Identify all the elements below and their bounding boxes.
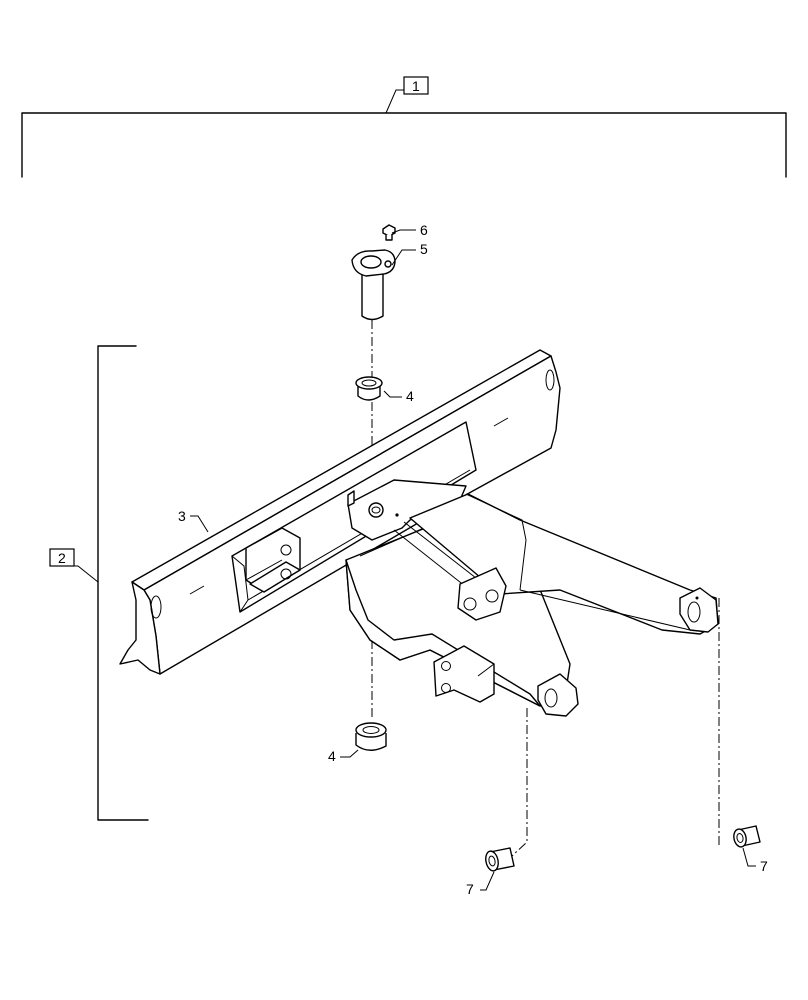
pivot-pin-part-5 bbox=[351, 249, 396, 321]
bolt-part-6 bbox=[382, 224, 396, 241]
callout-5: 5 bbox=[420, 241, 428, 257]
callout-6: 6 bbox=[420, 222, 428, 238]
assembly-bracket-icon bbox=[21, 76, 787, 178]
callout-7-right: 7 bbox=[760, 858, 768, 874]
callout-4-upper: 4 bbox=[406, 388, 414, 404]
callout-4-lower: 4 bbox=[328, 748, 336, 764]
callout-3: 3 bbox=[178, 508, 186, 524]
callout-2: 2 bbox=[58, 550, 66, 566]
sub-assembly-bracket-icon bbox=[49, 345, 149, 821]
bushing-lower-part-4 bbox=[355, 722, 387, 751]
bushing-left-part-7 bbox=[485, 847, 515, 872]
blade-frame-part-3 bbox=[119, 349, 719, 717]
bushing-right-part-7 bbox=[733, 825, 761, 848]
bushing-upper-part-4 bbox=[355, 376, 383, 401]
callout-7-left: 7 bbox=[466, 881, 474, 897]
callout-1: 1 bbox=[412, 78, 420, 94]
leader-lines bbox=[190, 229, 756, 891]
